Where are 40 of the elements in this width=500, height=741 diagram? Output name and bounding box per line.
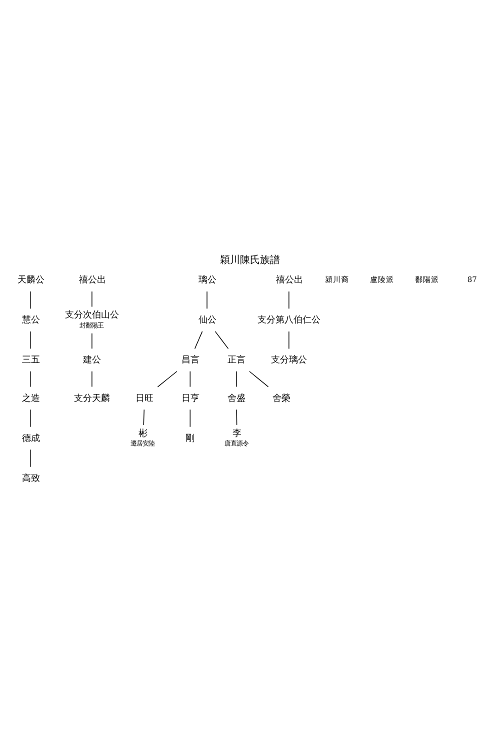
diagram-title: 穎川陳氏族譜 bbox=[220, 254, 280, 266]
node-text: 建公 bbox=[83, 355, 102, 366]
node-text: 之造 bbox=[22, 393, 40, 404]
node-text: 高致 bbox=[22, 473, 40, 484]
connector bbox=[30, 408, 32, 427]
node-text: 舍盛 bbox=[228, 393, 246, 404]
connector bbox=[30, 330, 32, 349]
connector bbox=[288, 330, 290, 349]
node-text: 天麟公 bbox=[18, 275, 45, 286]
node-text: 舍榮 bbox=[272, 393, 291, 404]
node-text: 禧公出 bbox=[276, 275, 303, 286]
connector bbox=[194, 330, 203, 349]
node-text: 支分第八伯仁公 bbox=[258, 315, 321, 326]
node-text: 日亨 bbox=[181, 393, 200, 404]
connector bbox=[143, 408, 144, 425]
connector bbox=[288, 290, 290, 309]
node-text: 三五 bbox=[22, 355, 40, 366]
node-text: 支分次伯山公 bbox=[65, 310, 120, 320]
node-text: 禧公出 bbox=[78, 275, 106, 286]
connector bbox=[236, 370, 237, 387]
connector bbox=[30, 448, 32, 467]
node-text: 支分璃公 bbox=[270, 355, 307, 366]
connector bbox=[236, 408, 238, 425]
node-text: 璃公 bbox=[198, 275, 216, 286]
node-text: 日旺 bbox=[136, 393, 154, 404]
connector bbox=[249, 370, 269, 387]
node-text: 昌言 bbox=[181, 355, 200, 366]
node-text: 李 bbox=[232, 428, 242, 438]
connector bbox=[157, 370, 178, 387]
node-text: 正言 bbox=[228, 355, 246, 366]
node-text: 彬 bbox=[138, 428, 148, 438]
node-text: 剛 bbox=[186, 433, 195, 444]
connector bbox=[206, 290, 208, 309]
connector bbox=[30, 290, 32, 309]
connector bbox=[214, 330, 229, 349]
node-text: 仙公 bbox=[198, 315, 216, 326]
connector bbox=[30, 370, 32, 387]
node-text: 支分天麟 bbox=[74, 393, 110, 404]
node-text: 德成 bbox=[22, 433, 40, 444]
node-text: 慧公 bbox=[22, 315, 40, 326]
